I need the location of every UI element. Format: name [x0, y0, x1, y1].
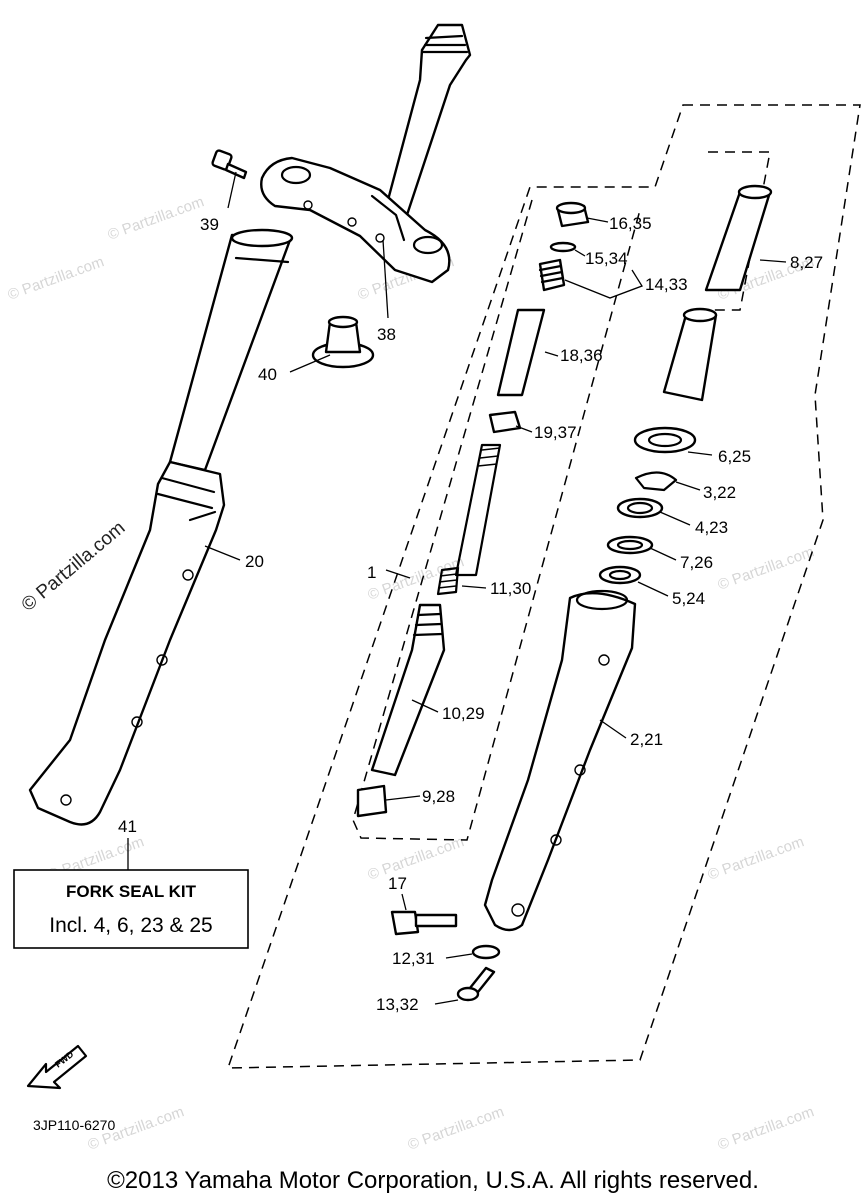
- bolt-17: [390, 910, 458, 936]
- callout-4-23: 4,23: [695, 518, 728, 537]
- diagram-code: 3JP110-6270: [33, 1117, 115, 1133]
- callout-11-30: 11,30: [490, 579, 531, 598]
- watermark: © Partzilla.com: [366, 553, 467, 604]
- kit-box: [13, 869, 249, 949]
- steering-stem-38: [260, 23, 472, 284]
- callout-6-25: 6,25: [718, 447, 751, 466]
- washer-19: [488, 410, 522, 434]
- callout-3-22: 3,22: [703, 483, 736, 502]
- watermark: © Partzilla.com: [716, 1103, 817, 1154]
- callout-9-28: 9,28: [422, 787, 455, 806]
- callout-1: 1: [367, 563, 376, 582]
- assembly-outline-outer: [226, 104, 861, 1069]
- kit-title: FORK SEAL KIT: [66, 882, 197, 901]
- callout-16-35: 16,35: [609, 214, 652, 233]
- washer-12: [471, 944, 501, 960]
- kit-contents: Incl. 4, 6, 23 & 25: [49, 914, 212, 937]
- bearing-seat-40: [311, 315, 375, 369]
- callout-39: 39: [200, 215, 219, 234]
- callout-2-21: 2,21: [630, 730, 663, 749]
- watermark: © Partzilla.com: [106, 193, 207, 244]
- o-ring-15: [549, 241, 577, 253]
- oil-lock-piece-9: [356, 784, 388, 818]
- damper-cylinder-8: [662, 184, 773, 402]
- callout-20: 20: [245, 552, 264, 571]
- watermark: © Partzilla.com: [6, 253, 107, 304]
- callout-19-37: 19,37: [534, 423, 577, 442]
- fork-cap-16: [555, 201, 590, 228]
- fork-spring: [454, 443, 502, 577]
- bushing-5: [598, 565, 642, 585]
- watermark: © Partzilla.com: [406, 1103, 507, 1154]
- watermark: © Partzilla.com: [706, 833, 807, 884]
- copyright-footer: ©2013 Yamaha Motor Corporation, U.S.A. A…: [107, 1167, 759, 1194]
- damper-rod-10: [370, 603, 446, 777]
- callout-18-36: 18,36: [560, 346, 603, 365]
- oil-seal-6: [633, 426, 697, 454]
- forward-arrow-icon: FWD: [26, 1044, 88, 1090]
- callout-8-27: 8,27: [790, 253, 823, 272]
- fork-assembly-left-20: [28, 228, 294, 826]
- leader-lines: [127, 171, 787, 1005]
- drain-screw-13: [456, 966, 496, 1002]
- bolt-39: [211, 149, 248, 180]
- cap-bolt-14: [538, 258, 566, 292]
- callout-17: 17: [388, 874, 407, 893]
- callout-15-34: 15,34: [585, 249, 628, 268]
- callout-5-24: 5,24: [672, 589, 705, 608]
- callout-38: 38: [377, 325, 396, 344]
- fork-seal-kit-callout: 41 FORK SEAL KIT Incl. 4, 6, 23 & 25: [13, 817, 249, 949]
- outer-tube-2: [483, 589, 637, 932]
- callout-labels: 39 38 40 20 16,35 15,34 14,33 18,36 19,3…: [200, 214, 823, 1014]
- callout-40: 40: [258, 365, 277, 384]
- callout-41: 41: [118, 817, 137, 836]
- callout-13-32: 13,32: [376, 995, 419, 1014]
- assembly-outline-inner: [352, 199, 641, 841]
- watermark: © Partzilla.com: [366, 833, 467, 884]
- washer-7: [606, 535, 654, 555]
- callout-12-31: 12,31: [392, 949, 435, 968]
- watermark-prominent: © Partzilla.com: [18, 517, 130, 615]
- callout-14-33: 14,33: [645, 275, 688, 294]
- spacer-18: [496, 308, 546, 397]
- callout-7-26: 7,26: [680, 553, 713, 572]
- clip-3: [634, 471, 678, 492]
- callout-10-29: 10,29: [442, 704, 485, 723]
- rebound-spring-11: [436, 566, 460, 596]
- dust-seal-4: [616, 497, 664, 519]
